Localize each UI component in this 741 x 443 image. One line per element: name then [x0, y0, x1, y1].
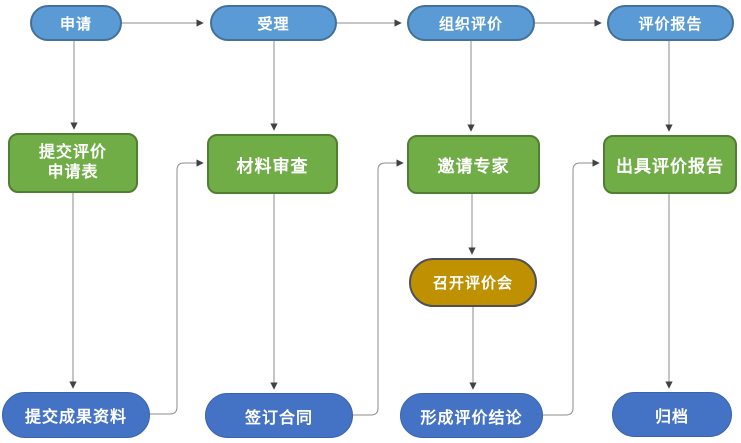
node-material-review: 材料审查 [207, 134, 338, 194]
node-form-evaluation-conclusion: 形成评价结论 [400, 393, 543, 438]
node-organize-evaluation: 组织评价 [407, 5, 535, 41]
node-hold-evaluation-meeting: 召开评价会 [409, 258, 537, 307]
connector-sign-contract-to-invite-experts [353, 159, 404, 416]
connector-submit-materials-to-material-review [150, 159, 204, 415]
node-evaluation-report: 评价报告 [607, 5, 734, 41]
node-invite-experts: 邀请专家 [407, 135, 540, 194]
connector-conclusion-to-issue-report [543, 159, 600, 416]
node-submit-achievement-materials: 提交成果资料 [2, 392, 150, 438]
node-sign-contract: 签订合同 [205, 393, 353, 438]
node-issue-evaluation-report: 出具评价报告 [603, 135, 737, 194]
node-apply: 申请 [30, 5, 122, 41]
node-accept: 受理 [210, 5, 337, 41]
node-submit-application-form: 提交评价 申请表 [8, 133, 138, 193]
node-archive: 归档 [612, 392, 732, 437]
